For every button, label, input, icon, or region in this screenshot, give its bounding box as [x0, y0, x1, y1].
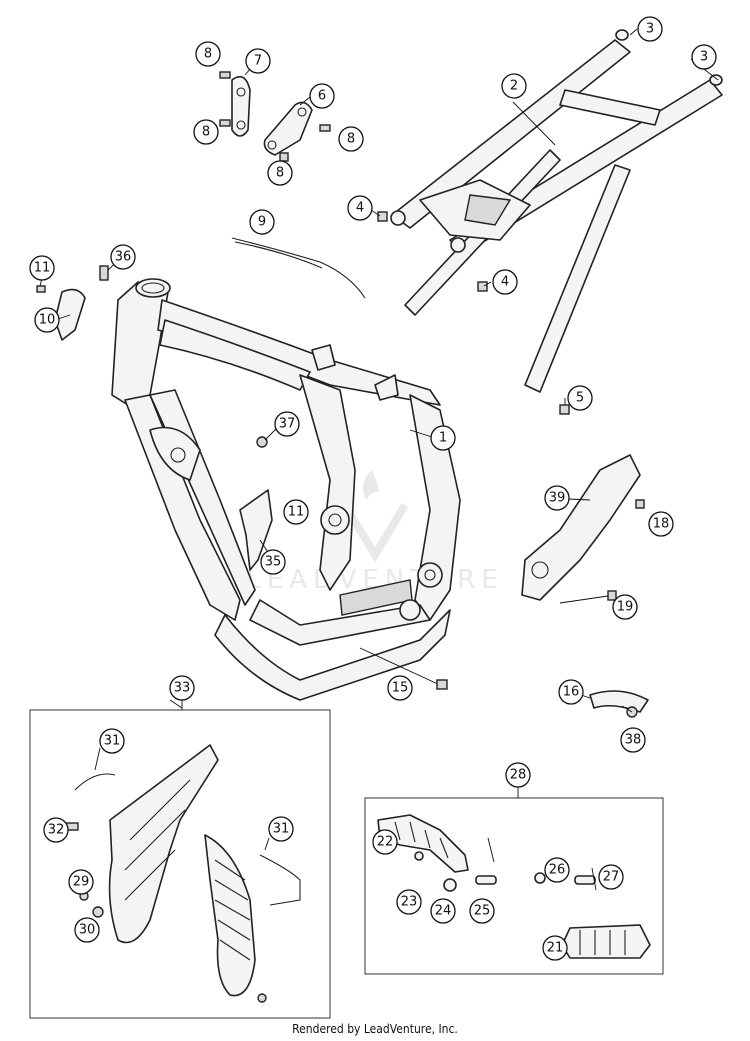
- svg-text:28: 28: [510, 768, 527, 783]
- svg-text:22: 22: [377, 835, 394, 850]
- svg-text:33: 33: [174, 681, 191, 696]
- callout-16: 16: [558, 679, 584, 705]
- svg-text:39: 39: [549, 491, 566, 506]
- callout-28: 28: [505, 762, 531, 788]
- svg-text:15: 15: [392, 681, 409, 696]
- svg-text:24: 24: [435, 904, 452, 919]
- callout-2: 2: [501, 73, 527, 99]
- callout-4a: 4: [347, 195, 373, 221]
- callout-8c: 8: [338, 126, 364, 152]
- svg-text:10: 10: [39, 313, 56, 328]
- svg-text:6: 6: [318, 89, 326, 104]
- callout-22: 22: [372, 829, 398, 855]
- callout-38: 38: [620, 727, 646, 753]
- callout-33: 33: [169, 675, 195, 701]
- callout-21: 21: [542, 935, 568, 961]
- svg-text:21: 21: [547, 941, 564, 956]
- callout-7: 7: [245, 48, 271, 74]
- svg-text:8: 8: [347, 132, 355, 147]
- callout-23: 23: [396, 889, 422, 915]
- svg-text:4: 4: [356, 201, 364, 216]
- svg-text:5: 5: [576, 391, 584, 406]
- svg-text:4: 4: [501, 275, 509, 290]
- callout-15: 15: [387, 675, 413, 701]
- callout-24: 24: [430, 898, 456, 924]
- svg-text:11: 11: [288, 505, 305, 520]
- svg-text:31: 31: [273, 822, 290, 837]
- callout-8a: 8: [195, 41, 221, 67]
- main-frame: [111, 278, 461, 701]
- svg-text:8: 8: [204, 47, 212, 62]
- callout-11a: 11: [29, 255, 55, 281]
- callout-27: 27: [598, 864, 624, 890]
- callout-25: 25: [469, 898, 495, 924]
- callout-8b: 8: [193, 119, 219, 145]
- frame-protector-group: [29, 709, 331, 1019]
- callout-35: 35: [260, 549, 286, 575]
- svg-text:8: 8: [276, 166, 284, 181]
- callouts: 1 2 3 3 4 4 5 6 7 8 8 8 8 9 10 11 11 15 …: [29, 16, 717, 961]
- svg-text:27: 27: [603, 870, 620, 885]
- svg-text:19: 19: [617, 600, 634, 615]
- svg-text:37: 37: [279, 417, 296, 432]
- chain-guide-parts: [521, 454, 649, 718]
- callout-6: 6: [309, 83, 335, 109]
- svg-text:32: 32: [48, 823, 65, 838]
- callout-26: 26: [544, 857, 570, 883]
- callout-19: 19: [612, 594, 638, 620]
- svg-text:1: 1: [439, 431, 447, 446]
- callout-30: 30: [74, 917, 100, 943]
- rear-subframe: [390, 29, 723, 393]
- callout-5: 5: [567, 385, 593, 411]
- svg-text:35: 35: [265, 555, 282, 570]
- callout-39: 39: [544, 485, 570, 511]
- svg-text:29: 29: [73, 875, 90, 890]
- svg-text:23: 23: [401, 895, 418, 910]
- callout-3a: 3: [637, 16, 663, 42]
- callout-4b: 4: [492, 269, 518, 295]
- svg-text:2: 2: [510, 79, 518, 94]
- callout-9: 9: [249, 209, 275, 235]
- callout-10: 10: [34, 307, 60, 333]
- svg-text:26: 26: [549, 863, 566, 878]
- footer-credit: Rendered by LeadVenture, Inc.: [292, 1022, 458, 1036]
- svg-text:3: 3: [646, 22, 654, 37]
- bolts: [359, 211, 645, 690]
- svg-text:36: 36: [115, 250, 132, 265]
- callout-8d: 8: [267, 160, 293, 186]
- svg-text:16: 16: [563, 685, 580, 700]
- svg-text:8: 8: [202, 125, 210, 140]
- svg-text:11: 11: [34, 261, 51, 276]
- leadventure-watermark: LEADVENTURE: [246, 470, 498, 595]
- callout-18: 18: [648, 511, 674, 537]
- footrest-brackets: [219, 71, 331, 162]
- svg-text:38: 38: [625, 733, 642, 748]
- callout-3b: 3: [691, 44, 717, 70]
- callout-31b: 31: [268, 816, 294, 842]
- wiring-cable: [231, 237, 366, 299]
- svg-text:18: 18: [653, 517, 670, 532]
- callout-1: 1: [430, 425, 456, 451]
- svg-text:25: 25: [474, 904, 491, 919]
- callout-29: 29: [68, 869, 94, 895]
- callout-32: 32: [43, 817, 69, 843]
- svg-text:9: 9: [258, 215, 266, 230]
- callout-36: 36: [110, 244, 136, 270]
- callout-31a: 31: [99, 728, 125, 754]
- callout-11b: 11: [283, 499, 309, 525]
- cable-holder-parts: [36, 265, 292, 571]
- svg-text:31: 31: [104, 734, 121, 749]
- svg-text:30: 30: [79, 923, 96, 938]
- svg-text:7: 7: [254, 54, 262, 69]
- callout-37: 37: [274, 411, 300, 437]
- svg-text:3: 3: [700, 50, 708, 65]
